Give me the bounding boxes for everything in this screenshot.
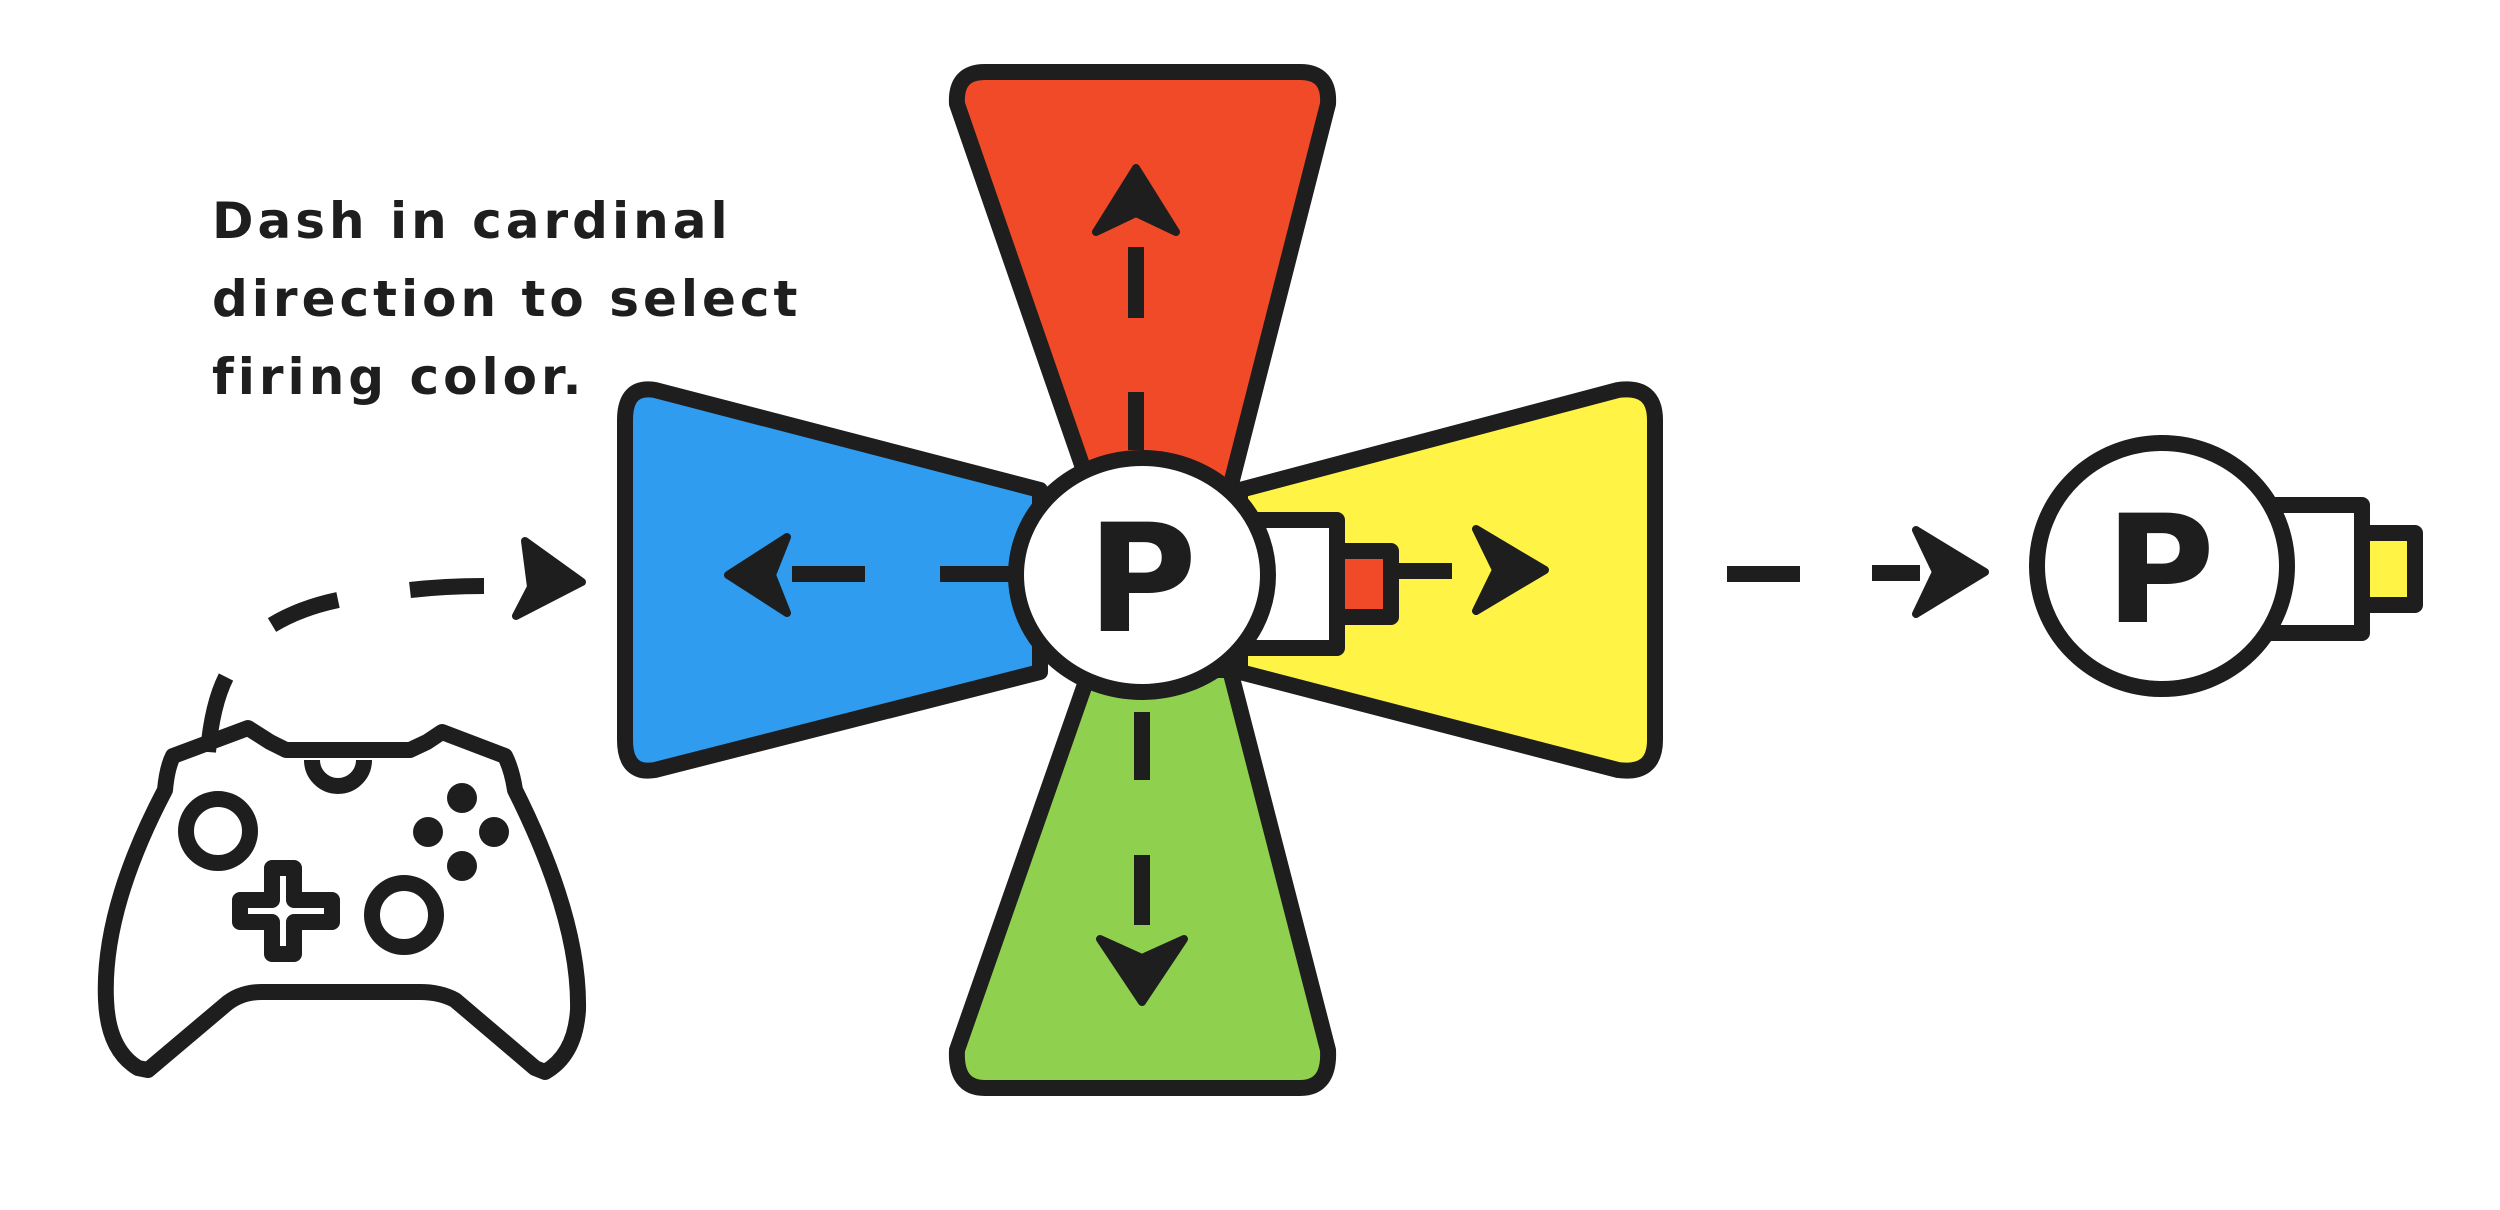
instruction-line-3: firing color. [212,348,586,406]
arrow-icon-controller-to-selector [512,537,586,620]
dash-path-down [1096,712,1188,1006]
dash-path-left [724,533,1010,617]
instruction-line-2: direction to select [212,270,802,328]
wedge-right-yellow [1232,381,1663,779]
dash-path-up [1092,164,1180,450]
result-player: P [2029,435,2423,697]
player-letter-center: P [1087,493,1197,667]
gamepad-icon [97,578,587,1080]
instruction-line-1: Dash in cardinal [212,192,732,250]
player-letter-result: P [2105,484,2215,658]
dash-path-right [1393,525,1549,615]
instruction-text: Dash in cardinal direction to select fir… [212,182,832,416]
player-token-center: P [1008,450,1276,700]
arrow-icon-selector-to-result [1727,526,1989,618]
